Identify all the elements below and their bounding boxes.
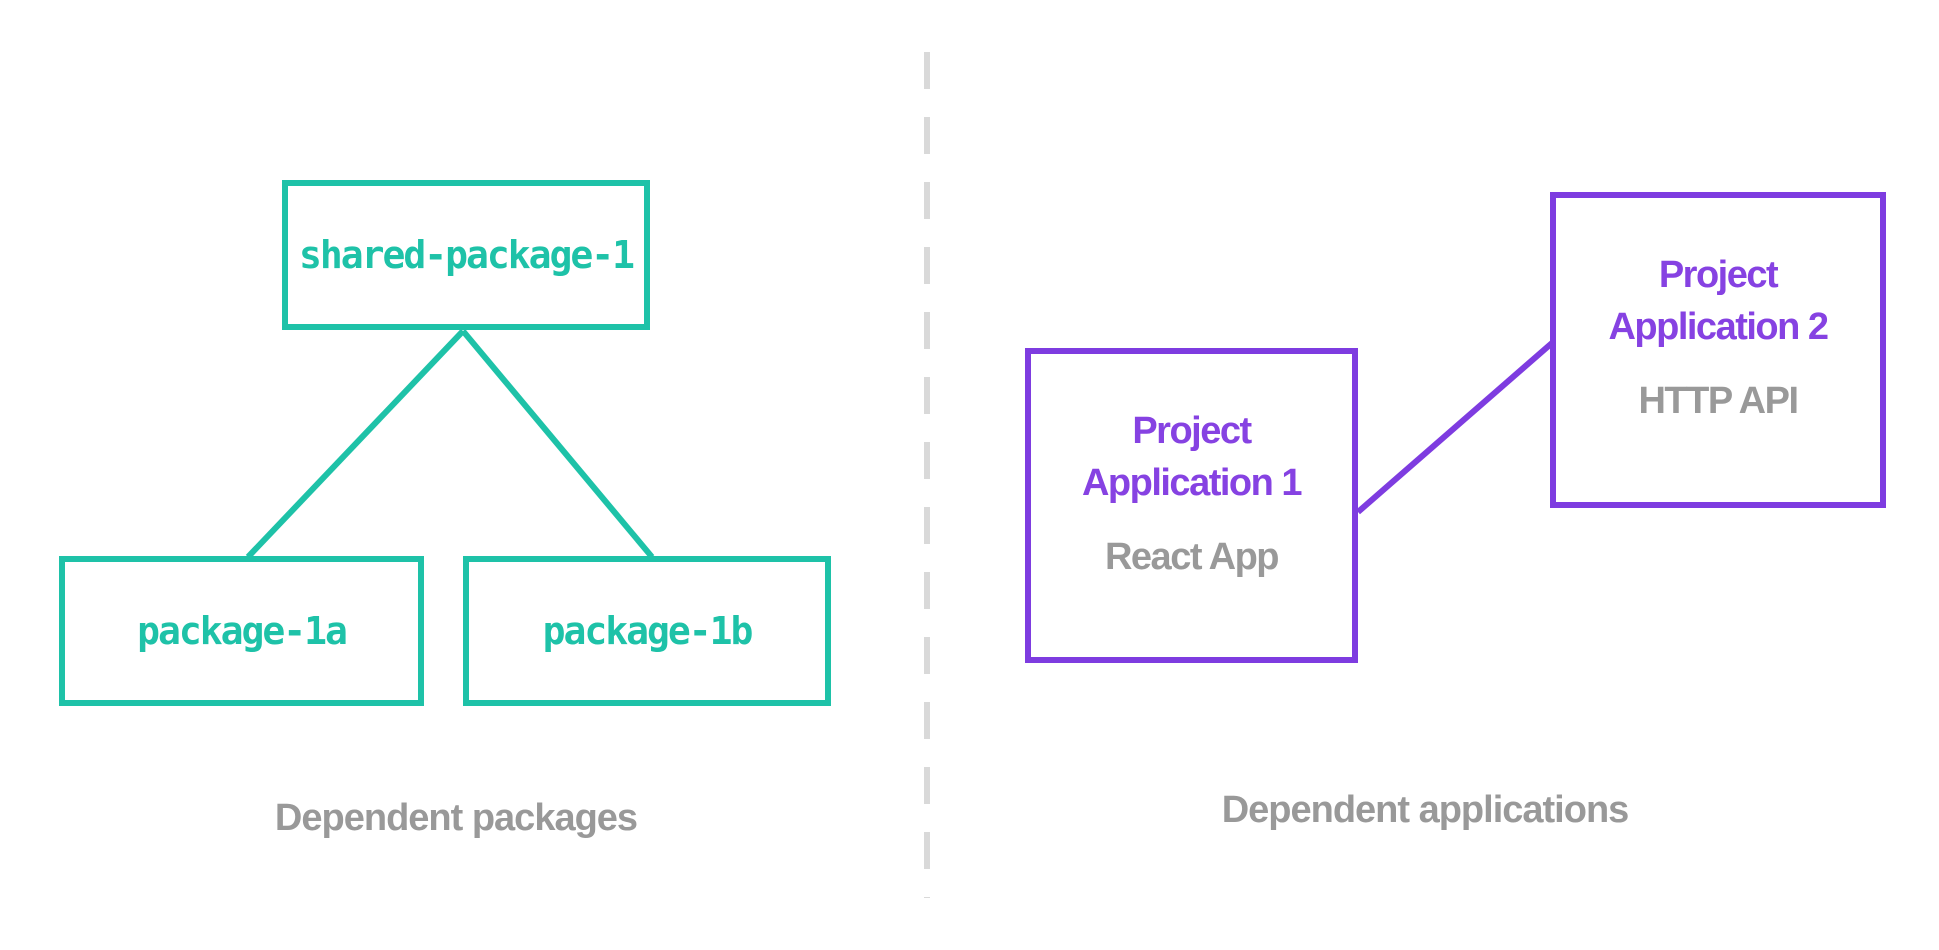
node-subtitle: React App [1104, 535, 1280, 578]
node-label: package-1a [137, 609, 348, 653]
node-title-line-2: Application 1 [1081, 461, 1303, 504]
node-title-line-1: Project [1658, 254, 1779, 296]
node-label: shared-package-1 [298, 233, 635, 277]
node-title: Project Application 1 [1081, 405, 1303, 509]
node-project-application-1: Project Application 1 React App [1025, 348, 1358, 663]
edge-shared-package-to-package-1b [460, 329, 655, 559]
node-title-line-2: Application 2 [1608, 306, 1829, 348]
edge-shared-package-to-package-1a [245, 328, 466, 560]
node-shared-package-1: shared-package-1 [282, 180, 650, 330]
node-title-line-1: Project [1132, 409, 1252, 452]
caption-dependent-applications: Dependent applications [1221, 789, 1630, 831]
node-subtitle: HTTP API [1638, 380, 1799, 422]
edge-app1-to-app2 [1356, 340, 1554, 515]
node-title: Project Application 2 [1608, 249, 1829, 353]
caption-dependent-packages: Dependent packages [274, 797, 638, 839]
node-project-application-2: Project Application 2 HTTP API [1550, 192, 1886, 508]
node-package-1a: package-1a [59, 556, 424, 706]
node-package-1b: package-1b [463, 556, 831, 706]
node-label: package-1b [542, 609, 754, 653]
